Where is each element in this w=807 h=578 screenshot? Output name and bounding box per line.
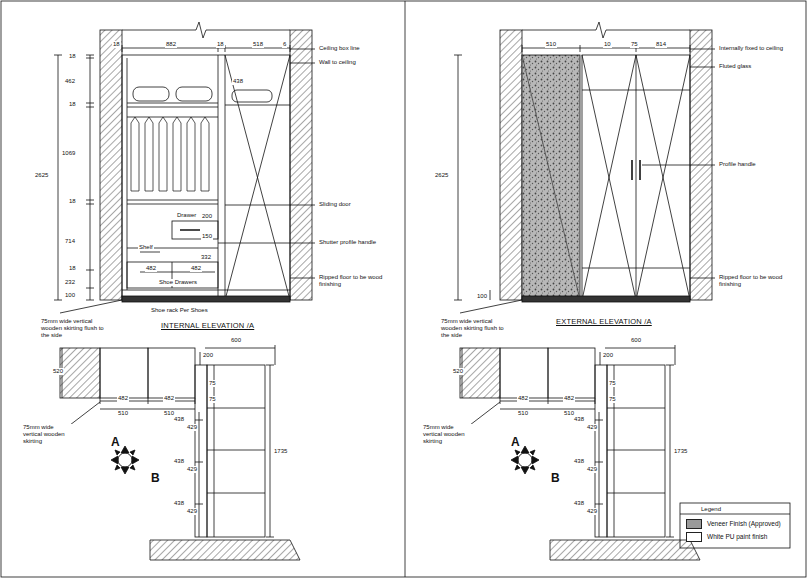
legend-text: White PU paint finish <box>706 533 768 540</box>
note-text: 75mm wide vertical wooden skirting flush… <box>40 318 114 339</box>
dimension-text: 462 <box>64 78 76 85</box>
dimension-text: 482 <box>163 395 175 402</box>
note-text: Shoe rack Per Shoes <box>150 307 209 314</box>
dimension-text: 510 <box>517 410 529 417</box>
dimension-text: 438 <box>573 416 585 423</box>
dimension-text: 429 <box>186 424 198 431</box>
dimension-text: 518 <box>252 41 264 48</box>
dimension-text: 1735 <box>273 448 288 455</box>
dimension-text: 510 <box>545 41 557 48</box>
view-marker: A <box>110 436 121 450</box>
note-text: Ripped floor to be wood finishing <box>318 274 400 288</box>
dimension-text: 1069 <box>61 150 76 157</box>
note-text: Shelf <box>138 244 154 251</box>
note-text: Legend <box>700 506 722 513</box>
note-text: 75mm wide vertical wooden skirting <box>422 424 472 445</box>
dimension-text: 429 <box>586 466 598 473</box>
dimension-text: 520 <box>52 368 64 375</box>
dimension-text: 482 <box>517 395 529 402</box>
dimension-text: 200 <box>602 352 614 359</box>
dimension-text: 6 <box>282 41 287 48</box>
dimension-text: 2625 <box>434 172 449 179</box>
note-text: Shutter profile handle <box>318 239 400 246</box>
note-text: Profile handle <box>718 161 800 168</box>
note-text: Fluted glass <box>718 63 800 70</box>
dimension-text: 429 <box>586 424 598 431</box>
dimension-text: 429 <box>186 466 198 473</box>
dimension-text: 600 <box>230 337 242 344</box>
dimension-text: 200 <box>202 352 214 359</box>
view-title: INTERNAL ELEVATION /A <box>160 322 255 331</box>
dimension-text: 438 <box>173 416 185 423</box>
dimension-text: 232 <box>64 279 76 286</box>
dimension-text: 438 <box>573 458 585 465</box>
note-text: 75mm wide vertical wooden skirting flush… <box>440 318 514 339</box>
note-text: Ripped floor to be wood finishing <box>718 274 800 288</box>
dimension-text: 18 <box>68 53 77 60</box>
dimension-text: 200 <box>201 213 213 220</box>
dimension-text: 482 <box>145 265 157 272</box>
note-text: Sliding door <box>318 201 400 208</box>
dimension-text: 882 <box>165 41 177 48</box>
dimension-text: 510 <box>117 410 129 417</box>
dimension-text: 814 <box>655 41 667 48</box>
note-text: Shoe Drawers <box>158 279 198 286</box>
dimension-text: 150 <box>201 233 213 240</box>
dimension-text: 438 <box>232 78 244 85</box>
legend-swatch <box>686 519 702 529</box>
dimension-text: 438 <box>173 500 185 507</box>
view-marker: A <box>510 436 521 450</box>
dimension-text: 18 <box>68 198 77 205</box>
dimension-text: 100 <box>476 293 488 300</box>
dimension-text: 332 <box>200 254 212 261</box>
dimension-text: 438 <box>173 458 185 465</box>
dimension-text: 714 <box>64 238 76 245</box>
dimension-text: 18 <box>216 41 225 48</box>
note-text: Wall to ceiling <box>318 59 400 66</box>
dimension-text: 482 <box>117 395 129 402</box>
dimension-text: 438 <box>573 500 585 507</box>
dimension-text: 75 <box>208 380 217 387</box>
dimension-text: 18 <box>68 101 77 108</box>
dimension-text: 429 <box>186 508 198 515</box>
view-title: EXTERNAL ELEVATION /A <box>555 318 653 327</box>
view-marker: B <box>550 472 561 486</box>
dimension-text: 75 <box>608 396 617 403</box>
dimension-text: 75 <box>208 396 217 403</box>
dimension-text: 482 <box>190 265 202 272</box>
legend-text: Veneer Finish (Approved) <box>706 520 782 527</box>
dimension-text: 520 <box>452 368 464 375</box>
dimension-text: 10 <box>603 41 612 48</box>
dimension-text: 100 <box>64 292 76 299</box>
dimension-text: 75 <box>608 380 617 387</box>
dimension-text: 18 <box>68 265 77 272</box>
view-marker: B <box>150 472 161 486</box>
note-text: 75mm wide vertical wooden skirting <box>22 424 72 445</box>
dimension-text: 600 <box>630 337 642 344</box>
legend-swatch <box>686 532 702 542</box>
note-text: Drawer <box>176 212 197 219</box>
dimension-text: 429 <box>586 508 598 515</box>
dimension-text: 18 <box>112 41 121 48</box>
dimension-text: 2625 <box>34 172 49 179</box>
dimension-text: 482 <box>563 395 575 402</box>
note-text: Internally fixed to ceiling <box>718 45 800 52</box>
dimension-text: 75 <box>630 41 639 48</box>
dimension-text: 1735 <box>673 448 688 455</box>
note-text: Ceiling box line <box>318 45 400 52</box>
